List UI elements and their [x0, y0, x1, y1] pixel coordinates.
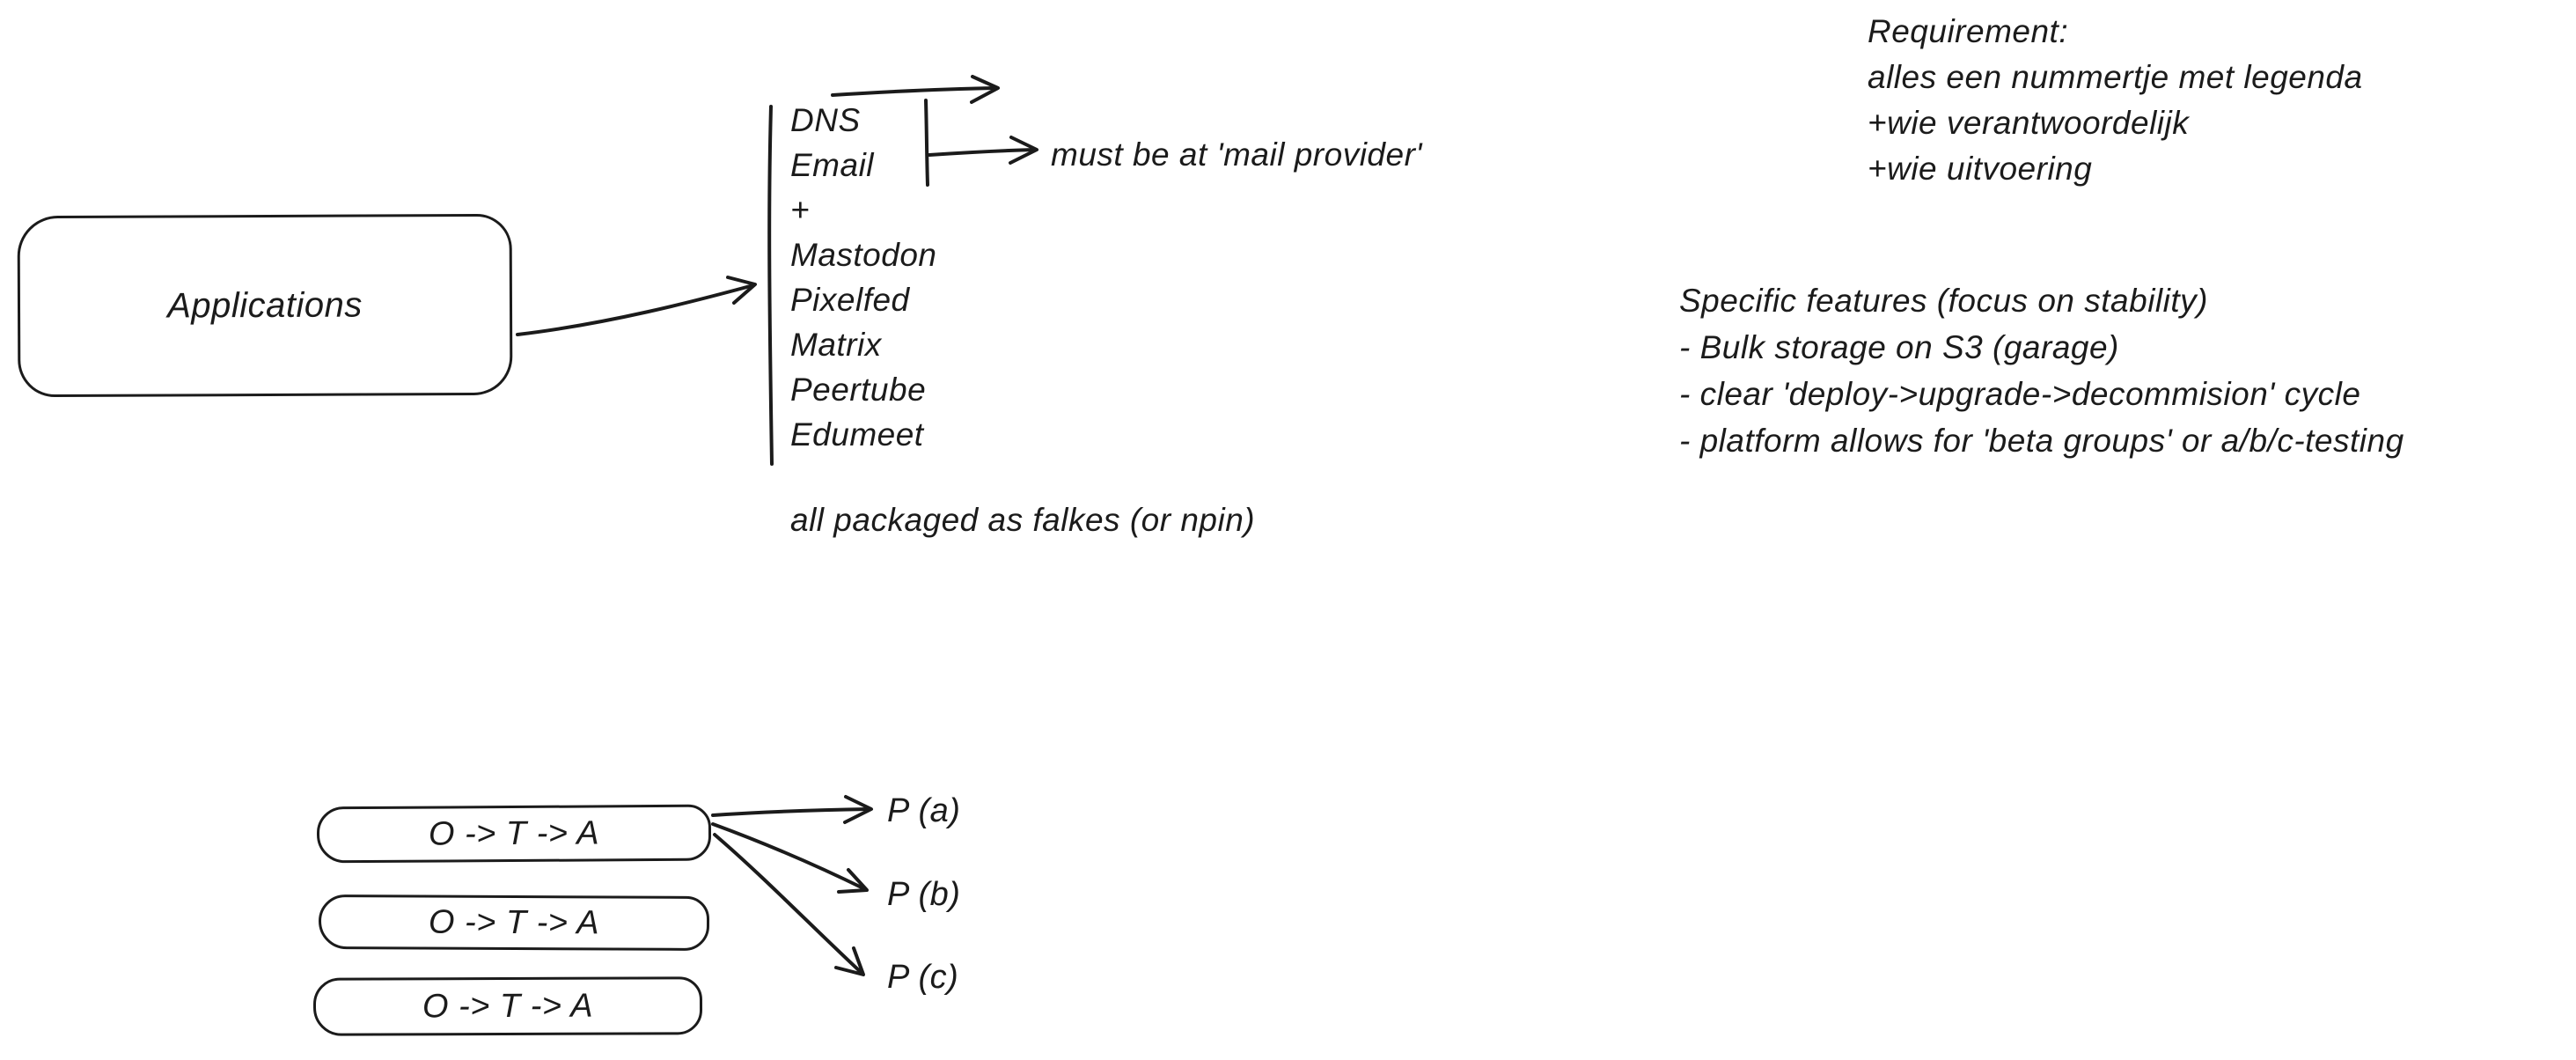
pipeline-box-3: O -> T -> A: [312, 976, 703, 1036]
pipeline-output-a: P (a): [887, 792, 961, 829]
pipeline-box-1-label: O -> T -> A: [428, 813, 600, 853]
mail-provider-note: must be at 'mail provider': [1051, 136, 1422, 173]
pipeline-output-c: P (c): [887, 959, 959, 996]
requirements-line-4: +wie uitvoering: [1868, 151, 2093, 187]
service-item-dns: DNS: [790, 102, 861, 138]
pipeline-arrow-b: [711, 822, 869, 894]
app-to-services-arrow: [516, 276, 757, 336]
pipeline-box-1: O -> T -> A: [316, 804, 712, 864]
requirements-line-1: Requirement:: [1868, 13, 2069, 49]
service-item-matrix: Matrix: [790, 327, 882, 363]
requirements-line-3: +wie verantwoordelijk: [1868, 105, 2190, 141]
features-line-4: - platform allows for 'beta groups' or a…: [1679, 423, 2404, 459]
features-line-2: - Bulk storage on S3 (garage): [1679, 329, 2119, 365]
services-list: DNS Email + Mastodon Pixelfed Matrix Pee…: [790, 98, 937, 457]
pipeline-box-3-label: O -> T -> A: [422, 987, 594, 1025]
service-item-edumeet: Edumeet: [790, 416, 924, 453]
service-item-peertube: Peertube: [790, 372, 927, 408]
service-item-pixelfed: Pixelfed: [790, 282, 910, 318]
services-divider-line: [767, 105, 774, 466]
pipeline-arrow-c: [713, 833, 865, 976]
applications-label: Applications: [167, 285, 363, 325]
email-to-mail-note-arrow: [928, 136, 1038, 165]
packaging-note: all packaged as falkes (or npin): [790, 502, 1256, 538]
features-line-1: Specific features (focus on stability): [1679, 283, 2208, 319]
service-item-plus: +: [790, 192, 811, 228]
service-item-mastodon: Mastodon: [790, 237, 937, 273]
pipeline-box-2-label: O -> T -> A: [428, 903, 600, 941]
applications-box: Applications: [17, 213, 513, 398]
pipeline-box-2: O -> T -> A: [318, 894, 710, 951]
email-branch-line: [924, 99, 929, 187]
service-item-email: Email: [790, 147, 875, 183]
requirements-line-2: alles een nummertje met legenda: [1868, 59, 2363, 95]
features-note: Specific features (focus on stability) -…: [1679, 277, 2404, 464]
features-line-3: - clear 'deploy->upgrade->decommision' c…: [1679, 376, 2361, 412]
requirements-note: Requirement: alles een nummertje met leg…: [1868, 9, 2363, 192]
pipeline-arrow-a: [711, 795, 873, 824]
top-arrow: [831, 75, 1000, 104]
pipeline-output-b: P (b): [887, 876, 961, 913]
